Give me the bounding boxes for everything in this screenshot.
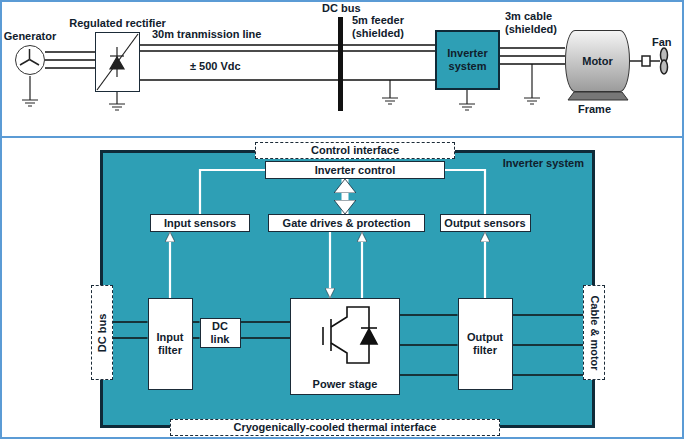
motor-body: Motor — [565, 30, 630, 92]
node-label: Cable & motor — [588, 295, 601, 370]
inverter-system-box: Inverter systemControl interfaceInverter… — [100, 150, 595, 428]
node-label: DC link — [204, 320, 237, 346]
node-label: Output filter — [462, 331, 509, 357]
switch-diode-symbol — [291, 299, 399, 371]
control-box: Inverter control — [265, 161, 445, 179]
frame-label: Frame — [578, 103, 611, 116]
fan-label: Fan — [652, 36, 672, 49]
power-line — [113, 322, 148, 338]
node-label: Input filter — [152, 331, 189, 357]
interface-box: Control interface — [255, 142, 455, 159]
rectifier-box: Regulated rectifier — [95, 32, 140, 92]
signal-line — [484, 232, 486, 298]
node-label: Control interface — [311, 144, 399, 157]
node-label: Motor — [582, 55, 613, 68]
sensor-box: Output sensors — [440, 214, 531, 232]
power-line — [500, 48, 565, 64]
filter-box: Output filter — [458, 298, 513, 390]
filter-box: Input filter — [148, 298, 193, 390]
node-label: Gate drives & protection — [283, 217, 411, 230]
dc-bus-bar — [338, 17, 343, 111]
control-arrow — [342, 179, 349, 214]
dc-link-box: DC link — [200, 318, 241, 348]
power-stage-box: Power stage — [290, 298, 400, 395]
port-box: DC bus — [91, 285, 113, 380]
node-label: Input sensors — [164, 217, 236, 230]
power-line — [140, 45, 435, 80]
inverter-box: Inverter system — [435, 30, 500, 90]
sensor-box: Input sensors — [150, 214, 250, 232]
node-label: Cryogenically-cooled thermal interface — [234, 421, 437, 434]
node-label: Power stage — [313, 378, 378, 391]
fan-symbol — [630, 48, 668, 74]
signal-line — [200, 170, 265, 214]
power-line — [513, 315, 584, 375]
node-label: Regulated rectifier — [69, 17, 166, 30]
inverter-fill — [100, 150, 595, 428]
motor-frame — [568, 92, 628, 100]
line-label: 30m tranmission line — [152, 28, 261, 41]
generator-circle: Generator — [15, 45, 45, 75]
node-label: Generator — [4, 30, 57, 43]
signal-line — [169, 232, 171, 298]
node-label: Inverter control — [315, 164, 396, 177]
cable-label: 3m cable (shielded) — [505, 10, 563, 36]
power-line — [400, 315, 458, 375]
port-box: Cable & motor — [583, 285, 605, 380]
voltage-label: ± 500 Vdc — [190, 60, 241, 73]
generator-symbol — [16, 46, 43, 73]
signal-line — [445, 170, 485, 214]
gate-drive-box: Gate drives & protection — [268, 214, 425, 232]
divider-line — [1, 136, 683, 138]
rectifier-symbol — [96, 33, 139, 91]
power-line — [45, 52, 95, 68]
power-line — [193, 322, 200, 338]
node-label: Output sensors — [444, 217, 525, 230]
node-label: Inverter system — [503, 157, 584, 170]
signal-line — [329, 232, 331, 298]
power-line — [241, 322, 291, 338]
signal-line — [361, 232, 363, 298]
node-label: Inverter system — [440, 47, 495, 73]
feeder-label: 5m feeder (shielded) — [352, 14, 430, 40]
thermal-interface-box: Cryogenically-cooled thermal interface — [170, 419, 500, 436]
bus-label: DC bus — [322, 2, 361, 15]
node-label: DC bus — [96, 313, 109, 352]
